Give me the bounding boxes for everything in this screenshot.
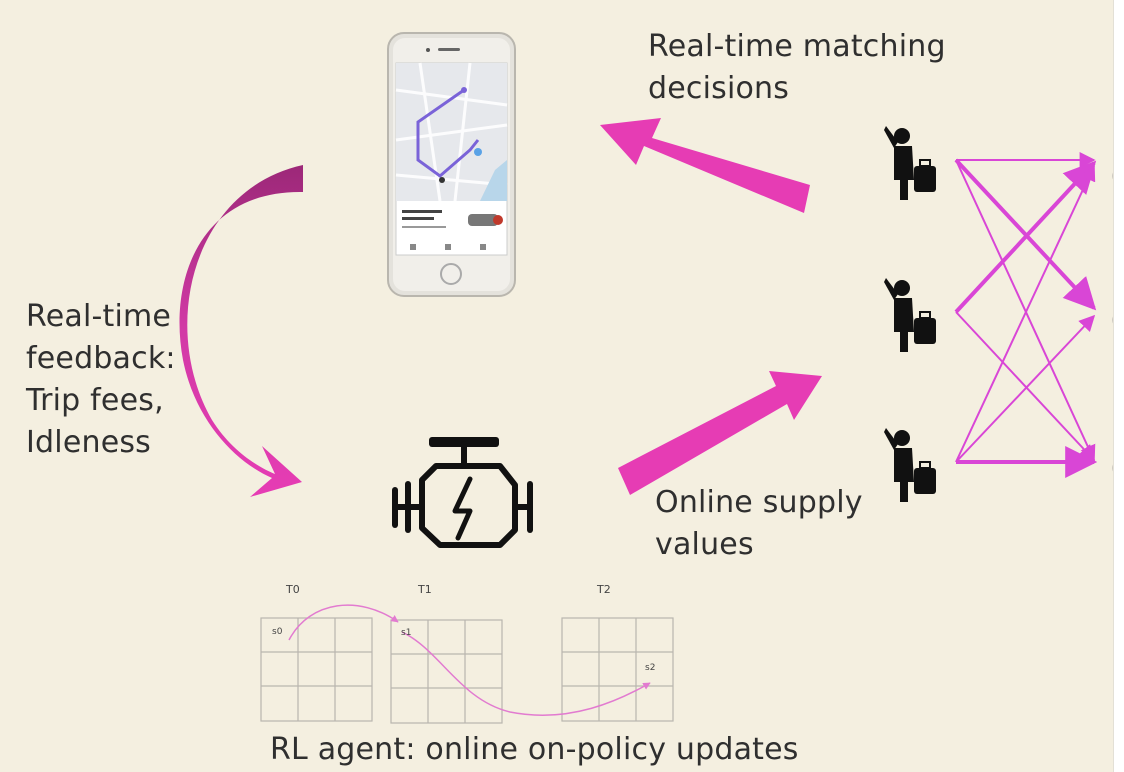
rl-trajectory (288, 604, 651, 716)
supply-values-label: Online supply values (655, 482, 863, 566)
feedback-label-line: Trip fees, (26, 383, 164, 418)
engine-icon (392, 437, 533, 548)
matching-lines (954, 152, 1098, 478)
time-step-label: T1 (418, 583, 432, 596)
scrollbar-track (1113, 0, 1124, 772)
supply-label-line: values (655, 527, 754, 562)
state-label: s0 (272, 627, 283, 637)
time-step-label: T2 (597, 583, 611, 596)
supply-values-arrow (618, 371, 822, 495)
driver-icon (884, 428, 936, 502)
matching-label-line: decisions (648, 71, 790, 106)
supply-label-line: Online supply (655, 485, 863, 520)
rl-grid-t2 (561, 617, 674, 722)
feedback-label-line: Idleness (26, 425, 152, 460)
matching-decisions-arrow (600, 118, 810, 213)
feedback-label-line: feedback: (26, 341, 176, 376)
time-step-label: T0 (286, 583, 300, 596)
matching-decisions-label: Real-time matching decisions (648, 26, 946, 110)
feedback-label: Real-time feedback: Trip fees, Idleness (26, 296, 176, 464)
rl-grid-t1 (390, 619, 503, 724)
feedback-curved-arrow (179, 165, 303, 497)
matching-label-line: Real-time matching (648, 29, 946, 64)
feedback-label-line: Real-time (26, 299, 172, 334)
smartphone-map-icon (387, 32, 516, 297)
state-label: s2 (645, 663, 656, 673)
state-label: s1 (401, 628, 412, 638)
rl-agent-caption: RL agent: online on-policy updates (270, 732, 799, 767)
rl-grid-t0 (260, 617, 373, 722)
driver-icon (884, 278, 936, 352)
driver-icon (884, 126, 936, 200)
